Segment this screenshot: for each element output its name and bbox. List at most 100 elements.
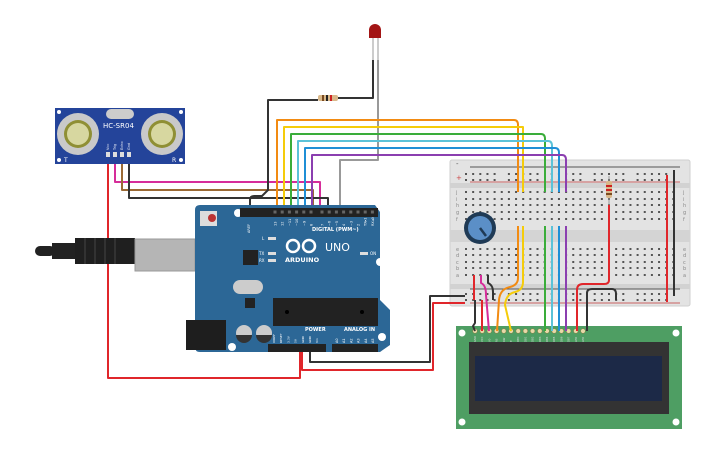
- breadboard-hole[interactable]: [557, 218, 560, 220]
- breadboard-hole[interactable]: [658, 299, 661, 301]
- breadboard-hole[interactable]: [658, 198, 661, 200]
- breadboard-hole[interactable]: [622, 179, 625, 181]
- sensor-pin[interactable]: [120, 152, 124, 157]
- breadboard-hole[interactable]: [572, 274, 575, 276]
- breadboard-hole[interactable]: [529, 248, 532, 250]
- breadboard-hole[interactable]: [579, 198, 582, 200]
- breadboard-hole[interactable]: [636, 204, 639, 206]
- breadboard-hole[interactable]: [636, 198, 639, 200]
- breadboard-hole[interactable]: [572, 211, 575, 213]
- breadboard-hole[interactable]: [579, 204, 582, 206]
- breadboard-hole[interactable]: [479, 267, 482, 269]
- breadboard-hole[interactable]: [507, 274, 510, 276]
- breadboard-hole[interactable]: [550, 198, 553, 200]
- led-gnd-wire[interactable]: [249, 99, 318, 210]
- sensor-gnd-wire[interactable]: [128, 163, 329, 208]
- breadboard-hole[interactable]: [479, 173, 482, 175]
- breadboard-hole[interactable]: [500, 204, 503, 206]
- breadboard-hole[interactable]: [529, 274, 532, 276]
- breadboard-hole[interactable]: [615, 248, 618, 250]
- breadboard-hole[interactable]: [515, 261, 518, 263]
- breadboard-hole[interactable]: [622, 299, 625, 301]
- breadboard-hole[interactable]: [472, 248, 475, 250]
- breadboard-hole[interactable]: [536, 254, 539, 256]
- breadboard-hole[interactable]: [550, 211, 553, 213]
- lcd-d-wire-cyan[interactable]: [297, 140, 553, 208]
- lcd-d-wire-orange[interactable]: [276, 119, 519, 208]
- breadboard-hole[interactable]: [465, 293, 467, 295]
- breadboard-hole[interactable]: [615, 204, 618, 206]
- breadboard-hole[interactable]: [600, 198, 603, 200]
- breadboard-hole[interactable]: [650, 293, 653, 295]
- breadboard-hole[interactable]: [543, 198, 546, 200]
- digital-pin-5[interactable]: [309, 210, 313, 214]
- breadboard-hole[interactable]: [572, 261, 575, 263]
- breadboard-hole[interactable]: [536, 179, 539, 181]
- breadboard-hole[interactable]: [479, 248, 482, 250]
- breadboard-hole[interactable]: [650, 198, 653, 200]
- breadboard-hole[interactable]: [586, 254, 589, 256]
- breadboard-hole[interactable]: [572, 293, 575, 295]
- breadboard-hole[interactable]: [579, 179, 582, 181]
- breadboard-hole[interactable]: [572, 218, 575, 220]
- breadboard-hole[interactable]: [500, 254, 503, 256]
- breadboard-hole[interactable]: [500, 261, 503, 263]
- breadboard-hole[interactable]: [636, 299, 639, 301]
- breadboard-hole[interactable]: [615, 173, 618, 175]
- breadboard-hole[interactable]: [465, 274, 467, 276]
- breadboard-hole[interactable]: [600, 299, 603, 301]
- breadboard-hole[interactable]: [515, 299, 518, 301]
- breadboard-hole[interactable]: [515, 293, 518, 295]
- breadboard-hole[interactable]: [493, 198, 496, 200]
- reset-button-cap[interactable]: [208, 214, 216, 222]
- breadboard-hole[interactable]: [493, 204, 496, 206]
- breadboard-hole[interactable]: [486, 198, 489, 200]
- breadboard-hole[interactable]: [529, 293, 532, 295]
- breadboard-hole[interactable]: [557, 204, 560, 206]
- breadboard-hole[interactable]: [536, 204, 539, 206]
- breadboard-hole[interactable]: [472, 254, 475, 256]
- breadboard-hole[interactable]: [493, 191, 496, 193]
- breadboard-hole[interactable]: [593, 191, 596, 193]
- breadboard-hole[interactable]: [593, 179, 596, 181]
- breadboard-hole[interactable]: [500, 191, 503, 193]
- breadboard-hole[interactable]: [586, 261, 589, 263]
- breadboard-hole[interactable]: [515, 173, 518, 175]
- breadboard-hole[interactable]: [629, 274, 632, 276]
- breadboard-hole[interactable]: [579, 211, 582, 213]
- breadboard-hole[interactable]: [515, 179, 518, 181]
- breadboard-hole[interactable]: [643, 179, 646, 181]
- breadboard-hole[interactable]: [557, 211, 560, 213]
- breadboard-hole[interactable]: [643, 218, 646, 220]
- breadboard-hole[interactable]: [658, 261, 661, 263]
- breadboard-hole[interactable]: [515, 198, 518, 200]
- breadboard-hole[interactable]: [543, 204, 546, 206]
- led-resistor[interactable]: [318, 95, 338, 101]
- breadboard-hole[interactable]: [650, 267, 653, 269]
- breadboard-hole[interactable]: [615, 254, 618, 256]
- usb-cable[interactable]: [35, 238, 196, 272]
- breadboard-hole[interactable]: [593, 261, 596, 263]
- digital-pin-7[interactable]: [327, 210, 331, 214]
- breadboard-hole[interactable]: [557, 198, 560, 200]
- breadboard-hole[interactable]: [665, 173, 668, 175]
- breadboard-hole[interactable]: [472, 179, 475, 181]
- breadboard-hole[interactable]: [643, 299, 646, 301]
- breadboard-hole[interactable]: [472, 204, 475, 206]
- breadboard-hole[interactable]: [500, 274, 503, 276]
- breadboard-hole[interactable]: [579, 261, 582, 263]
- breadboard-hole[interactable]: [586, 191, 589, 193]
- breadboard-hole[interactable]: [529, 267, 532, 269]
- breadboard-hole[interactable]: [529, 299, 532, 301]
- breadboard-hole[interactable]: [636, 173, 639, 175]
- breadboard-hole[interactable]: [465, 173, 467, 175]
- breadboard-hole[interactable]: [507, 218, 510, 220]
- breadboard-hole[interactable]: [565, 211, 568, 213]
- breadboard-hole[interactable]: [522, 198, 525, 200]
- digital-pin-13[interactable]: [370, 210, 374, 214]
- breadboard-hole[interactable]: [586, 218, 589, 220]
- sensor-trig-wire[interactable]: [114, 163, 321, 208]
- breadboard-hole[interactable]: [536, 299, 539, 301]
- breadboard-hole[interactable]: [507, 299, 510, 301]
